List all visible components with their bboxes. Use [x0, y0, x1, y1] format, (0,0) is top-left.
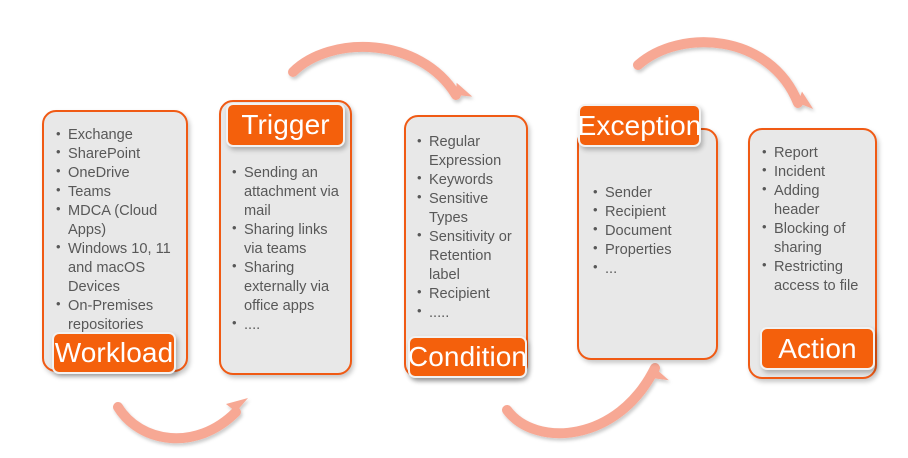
list-item: Windows 10, 11 and macOS Devices — [54, 239, 176, 297]
label-action[interactable]: Action — [760, 327, 875, 370]
list-item: OneDrive — [54, 163, 176, 183]
list-item: MDCA (Cloud Apps) — [54, 201, 176, 240]
list-item: Recipient — [415, 284, 517, 304]
list-item: Sensitive Types — [415, 189, 517, 228]
bullet-list-condition: Regular Expression Keywords Sensitive Ty… — [406, 117, 526, 323]
list-item: Blocking of sharing — [760, 219, 866, 258]
list-item: Exchange — [54, 126, 176, 145]
label-workload[interactable]: Workload — [52, 332, 176, 374]
list-item: Recipient — [591, 202, 706, 222]
list-item: On-Premises repositories — [54, 296, 176, 335]
list-item: Sending an attachment via mail — [230, 164, 341, 221]
list-item: Incident — [760, 162, 866, 182]
list-item: ... — [591, 259, 706, 279]
list-item: .... — [230, 315, 341, 335]
label-exception[interactable]: Exception — [578, 104, 701, 147]
list-item: Sharing externally via office apps — [230, 258, 341, 316]
list-item: Keywords — [415, 170, 517, 190]
list-item: SharePoint — [54, 144, 176, 164]
label-trigger[interactable]: Trigger — [226, 103, 345, 147]
connector-workload-to-trigger — [113, 398, 248, 444]
connector-condition-to-exception — [502, 363, 669, 439]
list-item: Sharing links via teams — [230, 220, 341, 259]
bullet-list-exception: Sender Recipient Document Properties ... — [579, 130, 716, 279]
bullet-list-trigger: Sending an attachment via mail Sharing l… — [221, 102, 350, 335]
list-item: Sender — [591, 184, 706, 203]
label-condition[interactable]: Condition — [408, 336, 527, 378]
list-item: Regular Expression — [415, 133, 517, 171]
card-condition[interactable]: Regular Expression Keywords Sensitive Ty… — [404, 115, 528, 378]
card-workload[interactable]: Exchange SharePoint OneDrive Teams MDCA … — [42, 110, 188, 372]
card-exception[interactable]: Sender Recipient Document Properties ... — [577, 128, 718, 360]
list-item: Properties — [591, 240, 706, 260]
list-item: ..... — [415, 303, 517, 323]
list-item: Report — [760, 144, 866, 163]
list-item: Restricting access to file — [760, 257, 866, 296]
list-item: Teams — [54, 182, 176, 202]
list-item: Document — [591, 221, 706, 241]
bullet-list-workload: Exchange SharePoint OneDrive Teams MDCA … — [44, 112, 186, 335]
connector-trigger-to-condition — [288, 42, 473, 100]
list-item: Adding header — [760, 181, 866, 220]
bullet-list-action: Report Incident Adding header Blocking o… — [750, 130, 875, 296]
list-item: Sensitivity or Retention label — [415, 227, 517, 285]
connector-exception-to-action — [633, 37, 814, 110]
